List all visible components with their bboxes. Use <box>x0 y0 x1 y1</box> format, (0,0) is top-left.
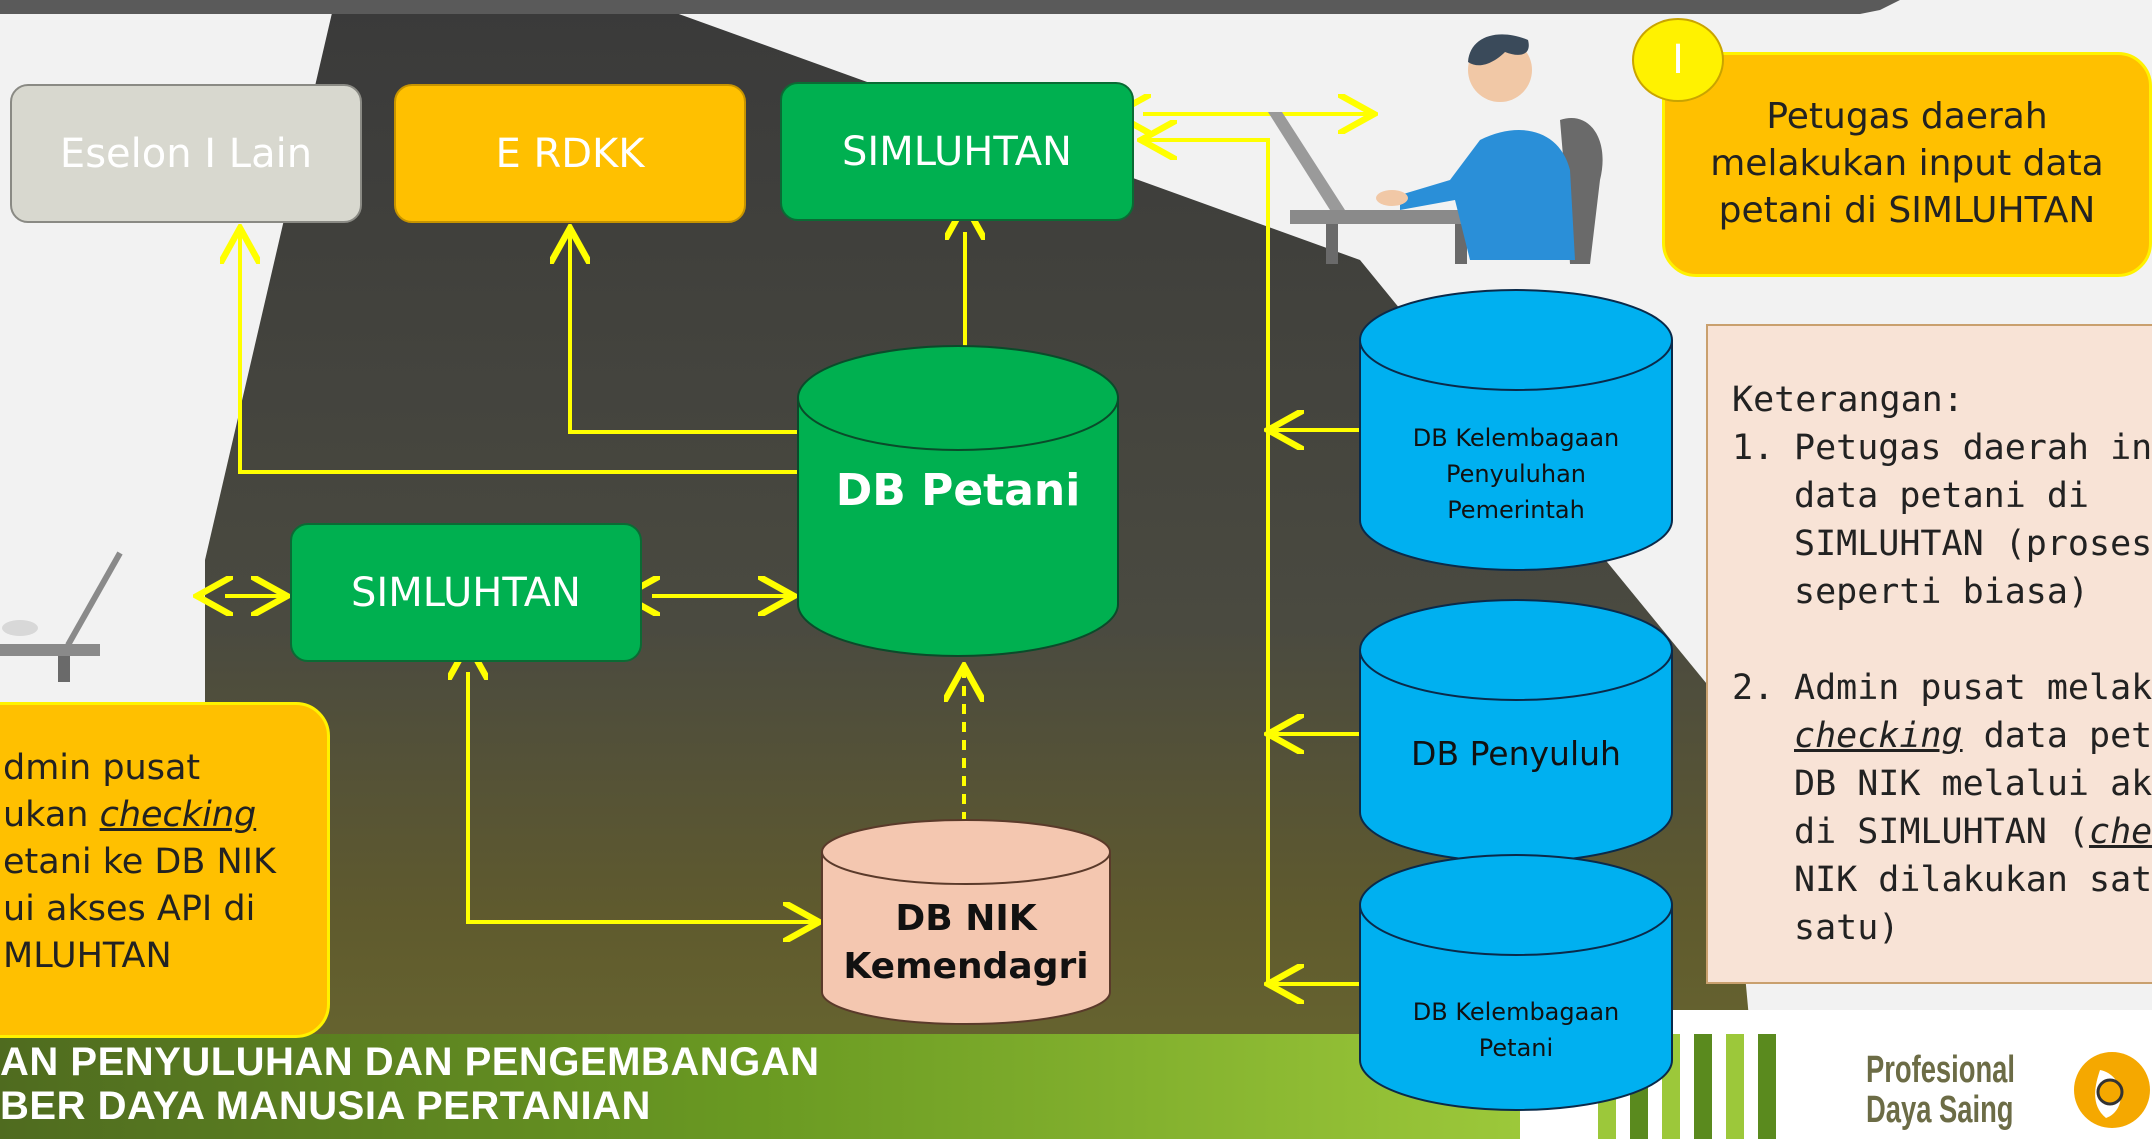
legend-item-2-num: 2. <box>1732 668 1775 708</box>
erdkk-box: E RDKK <box>394 84 746 223</box>
arrow-to-eselon <box>240 232 800 474</box>
motto-line1: Profesional <box>1866 1049 2016 1091</box>
db-petani-cylinder: DB Petani <box>797 345 1119 657</box>
db-kel-petani-line2: Petani <box>1479 1034 1553 1062</box>
arrow-to-erdkk <box>570 232 800 434</box>
db-petani-label: DB Petani <box>836 465 1081 516</box>
motto: Profesional Daya Saing <box>1866 1050 2015 1130</box>
footer-line2: BER DAYA MANUSIA PERTANIAN <box>0 1084 651 1128</box>
legend-item-2-line6: satu) <box>1794 908 1900 948</box>
motto-line2: Daya Saing <box>1866 1089 2014 1131</box>
db-nik-cylinder: DB NIK Kemendagri <box>821 819 1111 1025</box>
legend-item-1-line4: seperti biasa) <box>1794 572 2090 612</box>
legend-item-2-line2-post: data peta <box>1983 716 2152 756</box>
step-badge: I <box>1632 18 1724 102</box>
ministry-logo-icon <box>2074 1052 2150 1128</box>
eselon-label: Eselon I Lain <box>59 130 313 177</box>
callout-left-line4: ui akses API di <box>3 889 256 929</box>
callout-right-line1: Petugas daerah <box>1766 96 2048 137</box>
legend-item-2: 2. Admin pusat melak checking data peta … <box>1732 664 2152 952</box>
callout-left-line3: etani ke DB NIK <box>3 842 276 882</box>
footer-title: AN PENYULUHAN DAN PENGEMBANGAN BER DAYA … <box>0 1040 819 1128</box>
legend-item-1-line1: Petugas daerah inp <box>1794 428 2152 468</box>
db-kel-penyuluhan-line1: DB Kelembagaan <box>1413 424 1620 452</box>
callout-right-line3: petani di SIMLUHTAN <box>1718 190 2096 231</box>
db-kel-penyuluhan-line2: Penyuluhan <box>1446 460 1586 488</box>
db-penyuluh-label: DB Penyuluh <box>1411 734 1621 773</box>
db-kel-petani-line1: DB Kelembagaan <box>1413 998 1620 1026</box>
callout-left-checking: checking <box>99 795 257 835</box>
callout-right-line2: melakukan input data <box>1710 143 2104 184</box>
legend-item-2-checking: checking <box>1794 716 1963 756</box>
laptop-icon <box>0 551 123 682</box>
legend-item-1-line3: SIMLUHTAN (proses <box>1794 524 2152 564</box>
simluhtan-top-box: SIMLUHTAN <box>780 82 1134 221</box>
db-kel-penyuluhan-line3: Pemerintah <box>1447 496 1585 524</box>
callout-left-line2-pre: ukan <box>3 795 100 835</box>
db-kelembagaan-petani-cylinder: DB Kelembagaan Petani <box>1359 854 1673 1111</box>
callout-left-line1: dmin pusat <box>3 748 201 788</box>
erdkk-label: E RDKK <box>495 130 645 177</box>
db-nik-line2: Kemendagri <box>843 946 1088 987</box>
callout-checking: dmin pusat ukan checking etani ke DB NIK… <box>0 702 330 1038</box>
db-nik-line1: DB NIK <box>895 898 1037 939</box>
eselon-box: Eselon I Lain <box>10 84 362 223</box>
legend-item-2-line4-pre: di SIMLUHTAN ( <box>1794 812 2090 852</box>
legend-item-1-line2: data petani di <box>1794 476 2090 516</box>
legend-item-2-line4: di SIMLUHTAN (che <box>1794 808 2152 856</box>
step-badge-label: I <box>1672 37 1684 83</box>
legend-item-2-line5: NIK dilakukan satu <box>1794 860 2152 900</box>
person-at-laptop-icon <box>1268 34 1603 264</box>
callout-left-line5: MLUHTAN <box>3 936 172 976</box>
simluhtan-mid-label: SIMLUHTAN <box>351 569 581 616</box>
legend-item-1-num: 1. <box>1732 428 1775 468</box>
callout-input-data: Petugas daerah melakukan input data peta… <box>1662 52 2152 277</box>
footer-line1: AN PENYULUHAN DAN PENGEMBANGAN <box>0 1040 820 1084</box>
arrow-bus-simluhtan <box>1145 140 1270 984</box>
simluhtan-mid-box: SIMLUHTAN <box>290 523 642 662</box>
db-kelembagaan-penyuluhan-cylinder: DB Kelembagaan Penyuluhan Pemerintah <box>1359 289 1673 571</box>
arrow-simmid-dbnik <box>468 672 815 922</box>
legend-item-1: 1. Petugas daerah inp data petani di SIM… <box>1732 424 2152 616</box>
legend-title: Keterangan: <box>1732 380 1964 420</box>
legend-item-2-line1: Admin pusat melak <box>1794 668 2152 708</box>
callout-left-line2: ukan checking <box>3 792 327 839</box>
legend-item-2-line3: DB NIK melalui aks <box>1794 764 2152 804</box>
legend-item-2-che: che <box>2089 812 2152 852</box>
simluhtan-top-label: SIMLUHTAN <box>842 128 1072 175</box>
legend-panel: Keterangan: 1. Petugas daerah inp data p… <box>1706 324 2152 984</box>
legend-item-2-line2: checking data peta <box>1794 712 2152 760</box>
db-penyuluh-cylinder: DB Penyuluh <box>1359 599 1673 863</box>
